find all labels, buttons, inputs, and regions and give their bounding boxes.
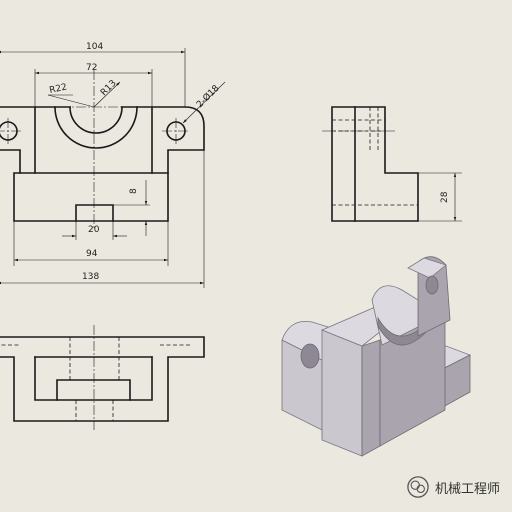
front-view: 104 72 R22 R13 2-Ø18 8 20 94 xyxy=(0,42,226,288)
front-view-left-ear xyxy=(0,149,21,174)
side-view: 28 xyxy=(322,106,462,222)
dim-8: 8 xyxy=(129,188,139,194)
wechat-logo-icon xyxy=(407,476,429,498)
dim-72: 72 xyxy=(86,63,97,73)
dim-138: 138 xyxy=(82,272,99,282)
front-view-base xyxy=(13,172,169,222)
dim-r13: R13 xyxy=(99,79,119,99)
top-view xyxy=(0,325,205,430)
dim-28: 28 xyxy=(440,191,450,203)
front-view-slot xyxy=(75,204,114,222)
isometric-view xyxy=(281,256,471,457)
front-view-saddle-inner xyxy=(69,106,123,134)
dim-20: 20 xyxy=(88,225,100,235)
dim-104: 104 xyxy=(86,42,103,52)
top-view-outline xyxy=(0,336,205,422)
dim-r22: R22 xyxy=(49,82,68,95)
dim-94: 94 xyxy=(86,249,98,259)
side-view-outline xyxy=(331,106,419,222)
dim-holes: 2-Ø18 xyxy=(194,83,221,110)
watermark: 机械工程师 xyxy=(407,476,500,498)
watermark-text: 机械工程师 xyxy=(434,481,500,497)
